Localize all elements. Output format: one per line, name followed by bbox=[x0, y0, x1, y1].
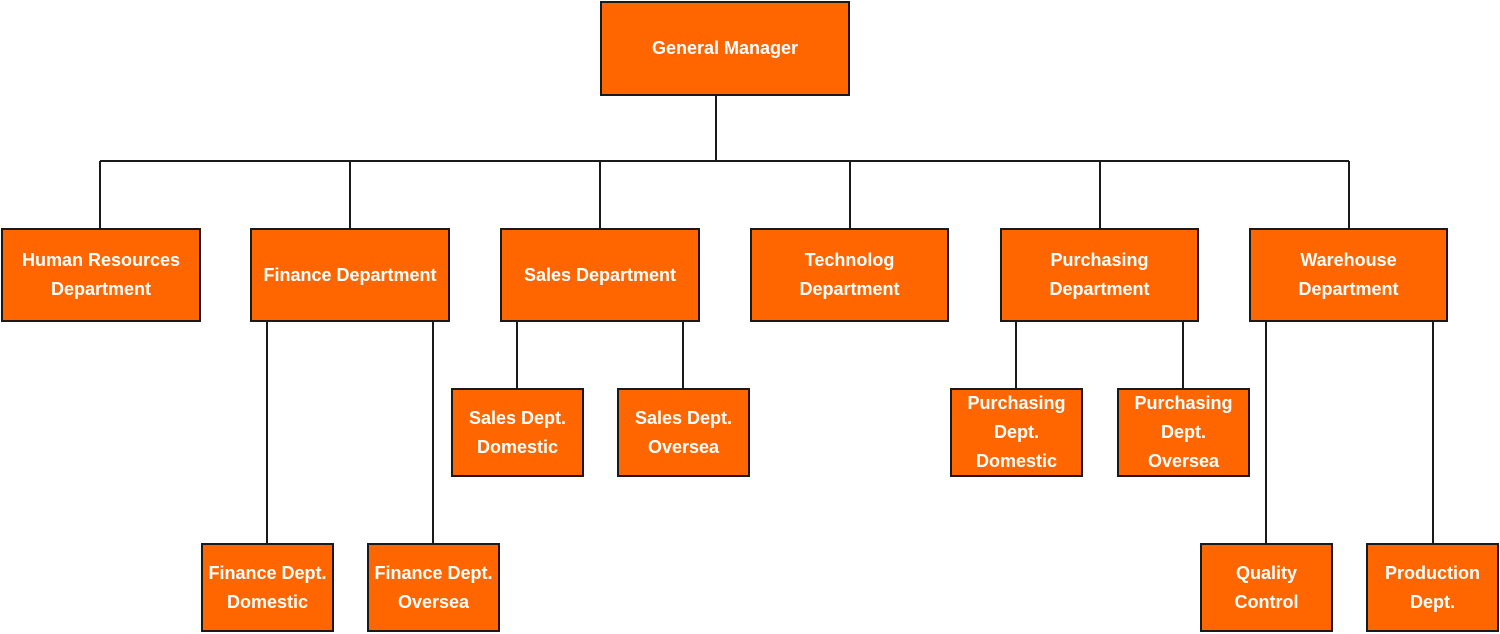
node-human-resources-department: Human Resources Department bbox=[1, 228, 201, 322]
node-finance-dept-oversea: Finance Dept. Oversea bbox=[367, 543, 500, 632]
node-label: Purchasing Department bbox=[1049, 250, 1150, 299]
node-warehouse-department: Warehouse Department bbox=[1249, 228, 1448, 322]
node-quality-control: Quality Control bbox=[1200, 543, 1333, 632]
node-sales-department: Sales Department bbox=[500, 228, 700, 322]
node-finance-department: Finance Department bbox=[250, 228, 450, 322]
node-label: General Manager bbox=[651, 38, 799, 58]
node-production-dept: Production Dept. bbox=[1366, 543, 1499, 632]
node-purchasing-dept-domestic: Purchasing Dept. Domestic bbox=[950, 388, 1083, 477]
node-label: Purchasing Dept. Domestic bbox=[967, 393, 1066, 471]
node-label: Warehouse Department bbox=[1298, 250, 1399, 299]
node-purchasing-dept-oversea: Purchasing Dept. Oversea bbox=[1117, 388, 1250, 477]
node-label: Sales Dept. Oversea bbox=[634, 407, 733, 457]
node-label: Sales Dept. Domestic bbox=[468, 407, 567, 457]
node-label: Quality Control bbox=[1234, 562, 1299, 612]
node-finance-dept-domestic: Finance Dept. Domestic bbox=[201, 543, 334, 632]
node-label: Finance Dept. Domestic bbox=[208, 562, 327, 612]
node-label: Finance Department bbox=[263, 264, 437, 285]
node-label: Technolog Department bbox=[799, 250, 900, 299]
node-label: Purchasing Dept. Oversea bbox=[1134, 393, 1233, 471]
node-label: Finance Dept. Oversea bbox=[374, 562, 493, 612]
node-sales-dept-domestic: Sales Dept. Domestic bbox=[451, 388, 584, 477]
node-sales-dept-oversea: Sales Dept. Oversea bbox=[617, 388, 750, 477]
node-general-manager: General Manager bbox=[600, 1, 850, 96]
node-label: Sales Department bbox=[523, 264, 677, 285]
node-purchasing-department: Purchasing Department bbox=[1000, 228, 1199, 322]
node-technolog-department: Technolog Department bbox=[750, 228, 949, 322]
node-label: Human Resources Department bbox=[21, 250, 181, 299]
node-label: Production Dept. bbox=[1385, 562, 1480, 612]
